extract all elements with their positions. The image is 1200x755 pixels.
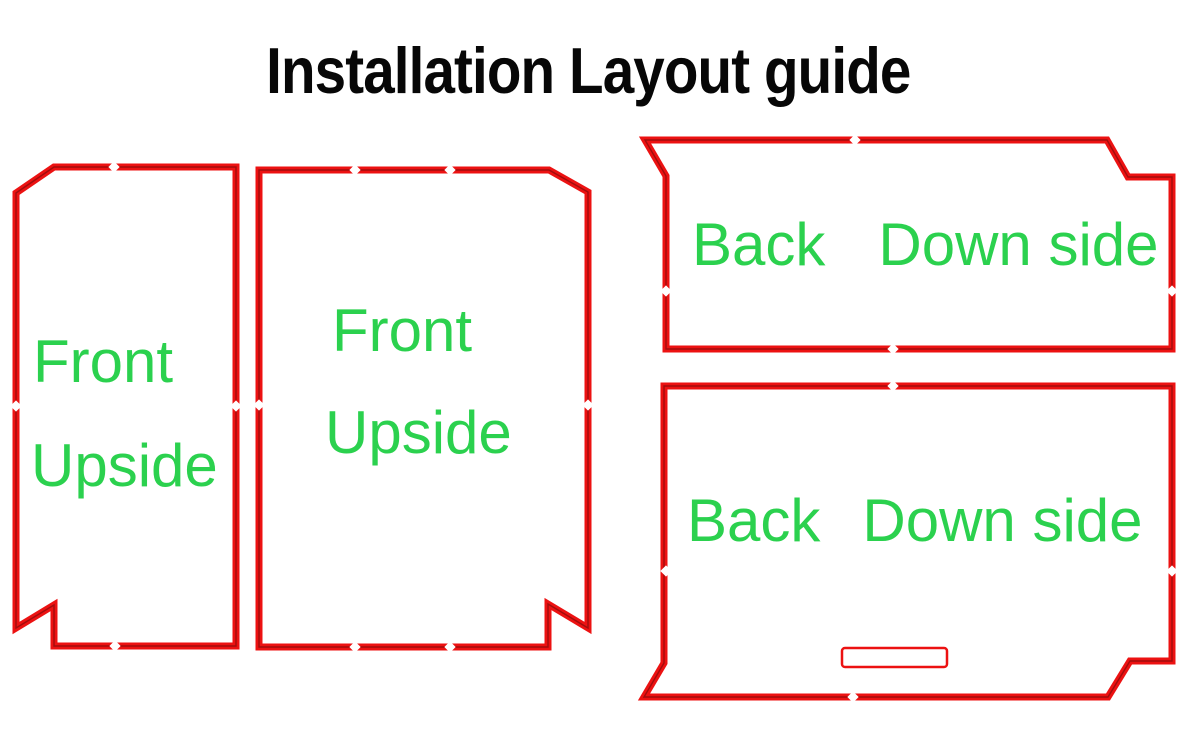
front-right-label-upside: Upside [325,399,512,466]
back-top-label-row: Back Down side [692,215,1159,275]
back-top-label-back: Back [692,211,826,278]
back-bottom-label-row: Back Down side [687,491,1143,551]
nick-mark [10,400,22,412]
nick-mark [349,164,361,176]
page-title: Installation Layout guide [0,38,1176,103]
nick-mark [847,691,859,703]
back-bottom-panel-centerline [642,385,1173,698]
nick-mark [108,161,120,173]
nick-mark [1166,285,1178,297]
nick-mark [349,641,361,653]
front-left-label-front: Front [33,328,174,395]
front-left-panel-outline [12,163,240,650]
page-title-text: Installation Layout guide [265,34,911,107]
nick-mark [660,285,672,297]
back-top-panel-centerline [643,139,1173,350]
nick-mark [230,400,242,412]
nick-mark [109,640,121,652]
nick-mark [253,399,265,411]
nick-mark [887,380,899,392]
front-right-label-front: Front [332,297,473,364]
nick-mark [1166,565,1178,577]
nick-mark [582,399,594,411]
front-right-panel-centerline [258,169,589,648]
front-left-label-upside: Upside [31,432,218,499]
front-left-panel-centerline [15,166,237,647]
back-bottom-label-back: Back [687,487,821,554]
nick-mark [849,134,861,146]
nick-mark [444,164,456,176]
nick-mark [887,343,899,355]
dark-centerline-group [15,139,1173,698]
nick-mark [444,641,456,653]
back-bottom-label-down-side: Down side [862,487,1143,554]
slot-cutout [840,646,949,669]
back-top-label-down-side: Down side [878,211,1159,278]
